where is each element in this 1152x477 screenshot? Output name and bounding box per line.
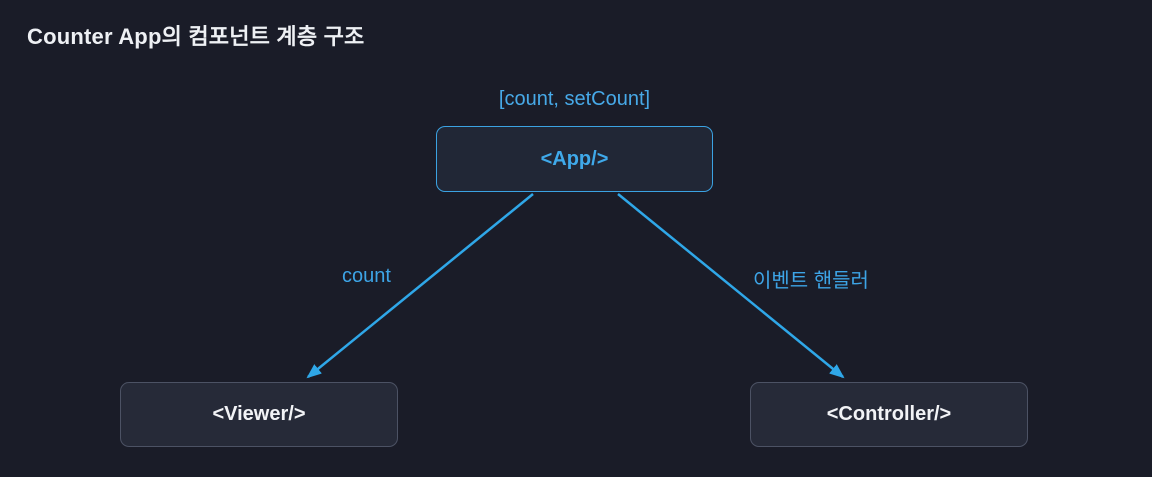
node-viewer-label: <Viewer/> bbox=[212, 403, 306, 425]
node-viewer: <Viewer/> bbox=[120, 382, 398, 447]
edge-label-count: count bbox=[342, 265, 391, 287]
node-app: <App/> bbox=[436, 126, 713, 192]
node-controller-label: <Controller/> bbox=[826, 403, 952, 425]
page-title: Counter App의 컴포넌트 계층 구조 bbox=[27, 24, 365, 49]
app-state-label: [count, setCount] bbox=[498, 88, 651, 110]
node-controller: <Controller/> bbox=[750, 382, 1028, 447]
edge-label-event-handler: 이벤트 핸들러 bbox=[753, 270, 869, 292]
node-app-label: <App/> bbox=[540, 147, 609, 170]
